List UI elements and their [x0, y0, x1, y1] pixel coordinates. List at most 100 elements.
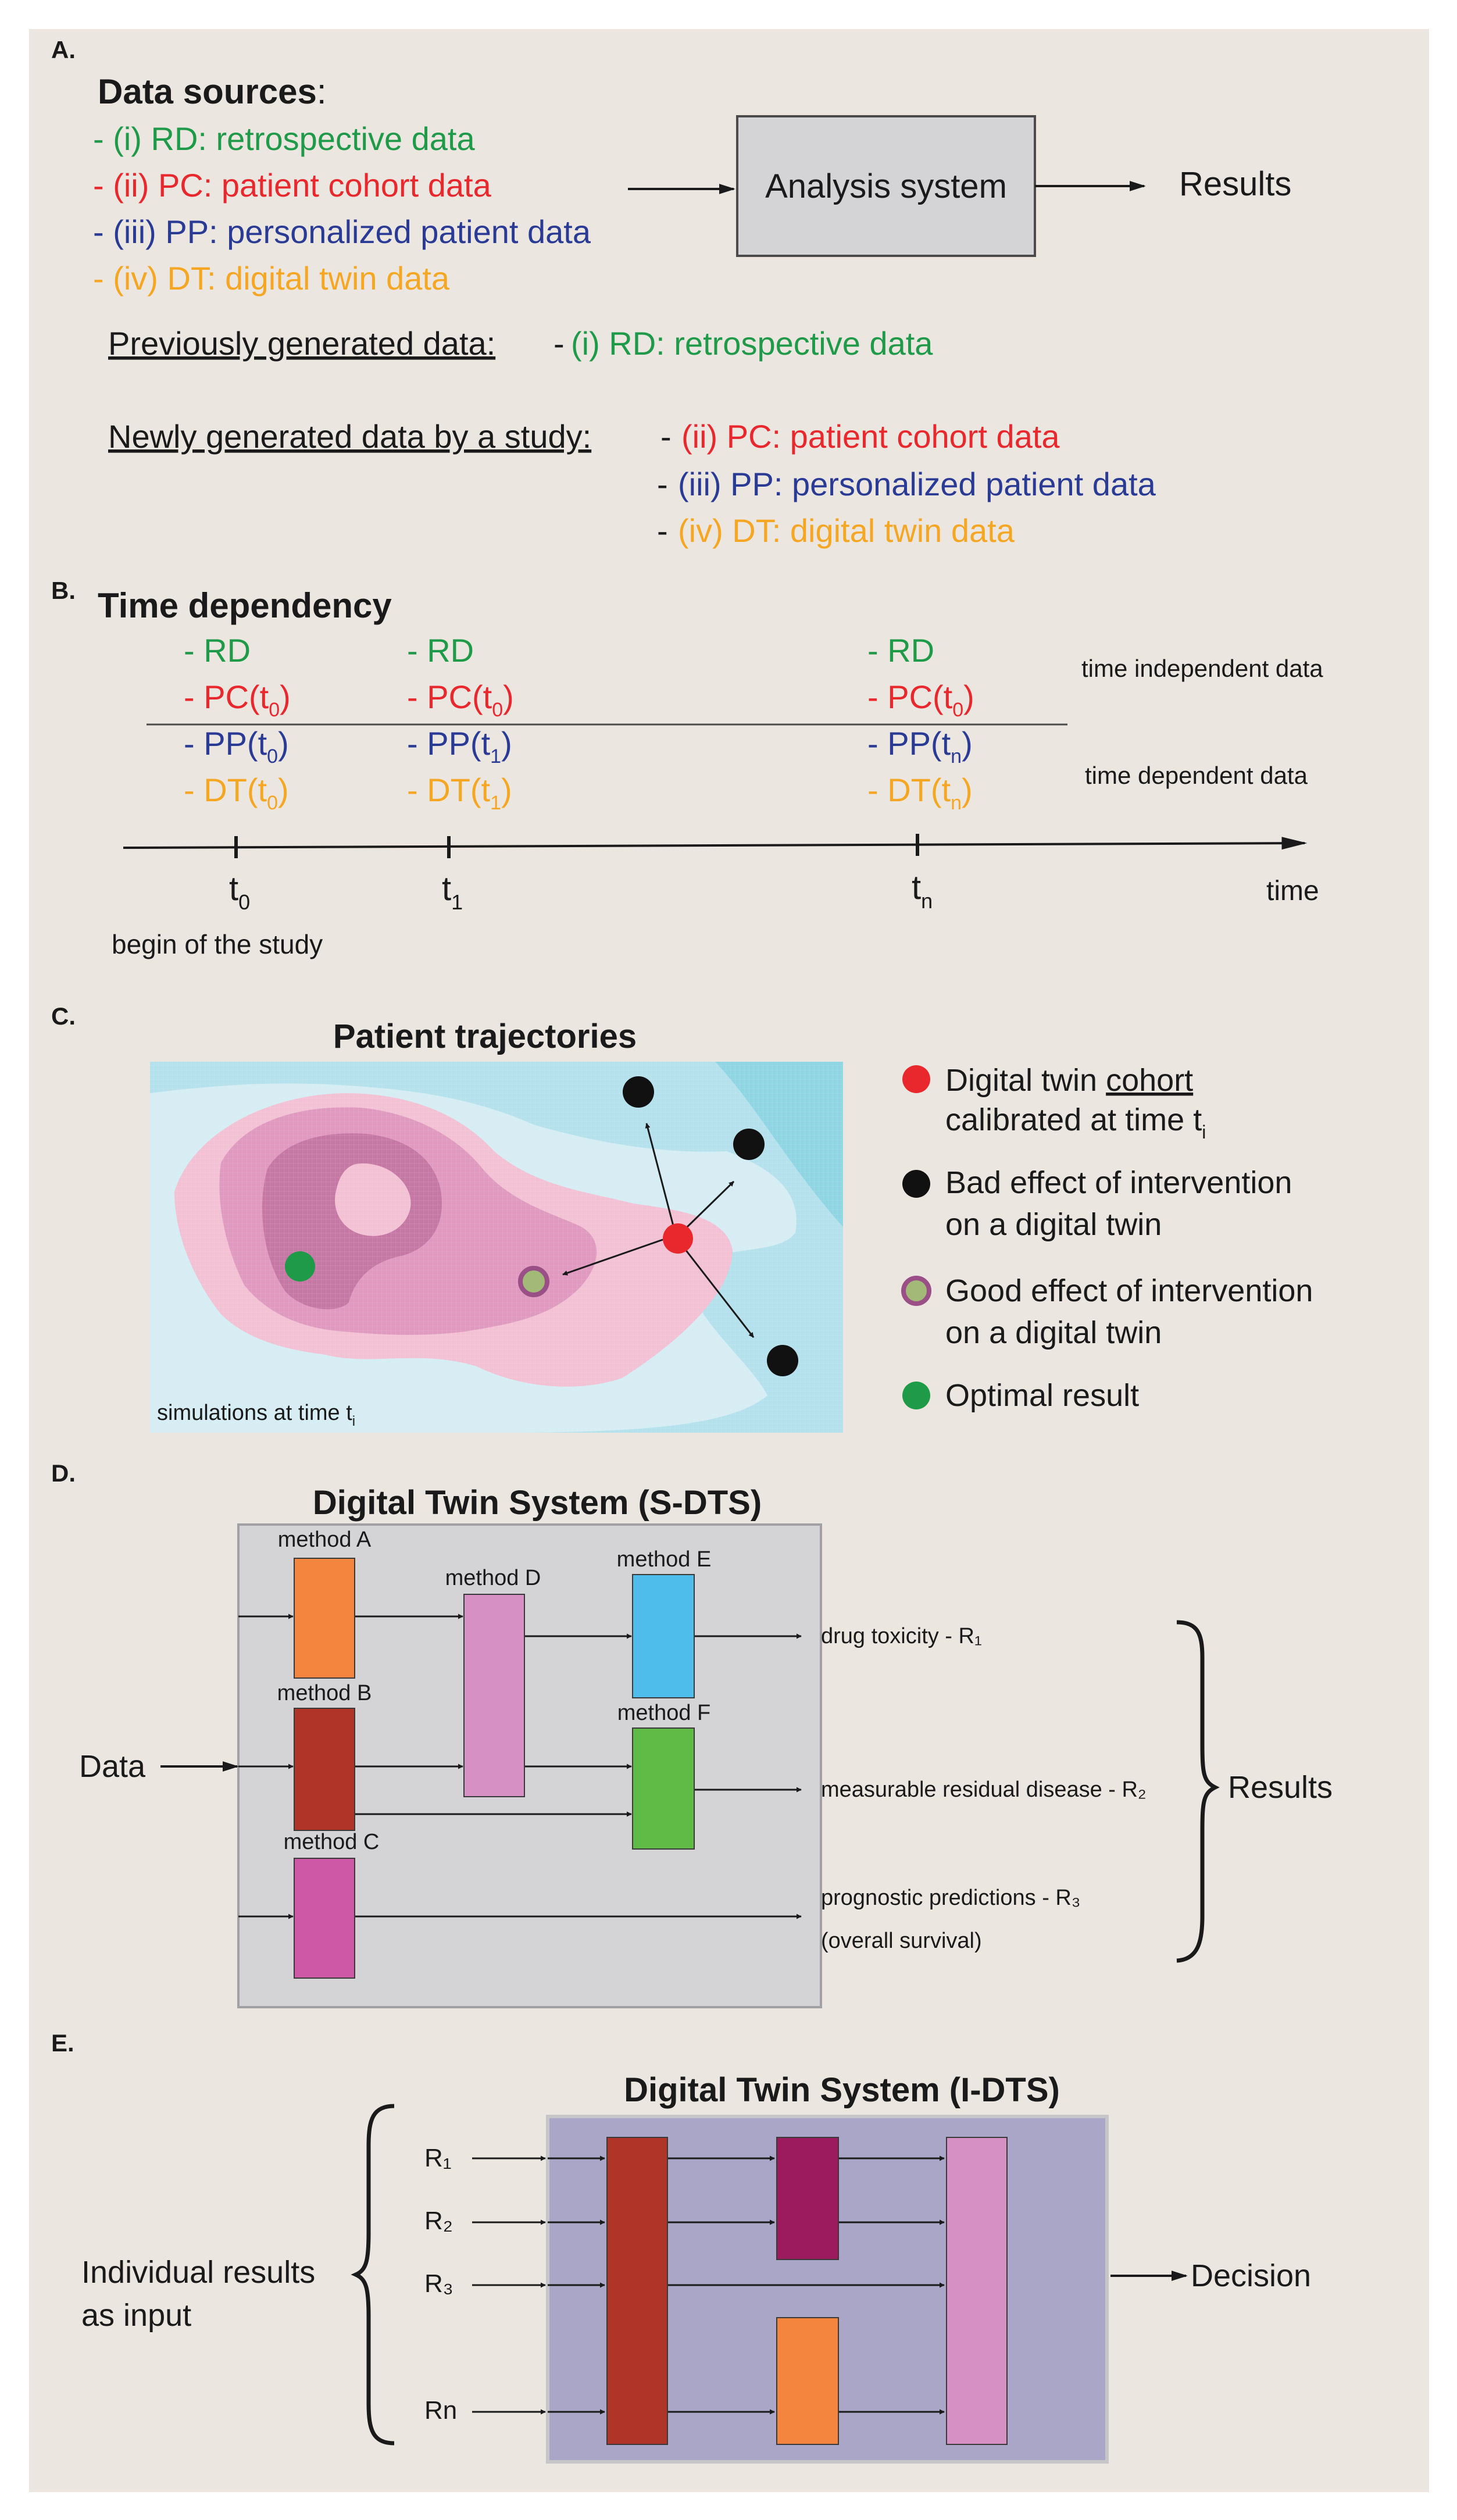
- panel-a: A. Data sources: - (i) RD: retrospective…: [51, 36, 1291, 549]
- data-label: Data: [79, 1749, 146, 1784]
- trajectory-arrow-upright: [685, 1180, 735, 1229]
- panel-d: D. Digital Twin System (S-DTS) Data meth…: [51, 1459, 1333, 2008]
- output-r2-label: measurable residual disease - R₂: [821, 1777, 1147, 1802]
- sdts-title: Digital Twin System (S-DTS): [313, 1484, 762, 1522]
- col0-pc: - PC(t0): [184, 679, 291, 721]
- method-e-box: [632, 1574, 695, 1698]
- time-dependent-label: time dependent data: [1085, 762, 1308, 789]
- time-independent-label: time independent data: [1081, 655, 1323, 682]
- coln-dt: - DT(tn): [867, 772, 973, 814]
- idts-block-red: [606, 2137, 668, 2445]
- legend-bad-line1: Bad effect of intervention: [945, 1165, 1292, 1200]
- legend-optimal: Optimal result: [945, 1378, 1139, 1413]
- results-brace: [1176, 1620, 1220, 1963]
- legend-dot-optimal: [902, 1382, 930, 1409]
- input-r2-label: R₂: [424, 2207, 453, 2235]
- time-column-0: - RD - PC(t0) - PP(t0) - DT(t0): [184, 632, 291, 814]
- col0-dt: - DT(t0): [184, 772, 289, 814]
- col1-dt: - DT(t1): [407, 772, 512, 814]
- output-r3-sub-label: (overall survival): [821, 1929, 982, 1953]
- trajectory-arrow-left: [562, 1238, 663, 1276]
- output-r3-label: prognostic predictions - R₃: [821, 1886, 1080, 1910]
- idts-block-pink: [946, 2137, 1008, 2445]
- trajectory-legend: Digital twin cohort calibrated at time t…: [901, 1063, 1313, 1413]
- method-d-box: [463, 1594, 525, 1797]
- legend-calibrated-line2: calibrated at time ti: [945, 1102, 1206, 1143]
- coln-pp: - PP(tn): [867, 725, 973, 768]
- col0-pp: - PP(t0): [184, 725, 289, 768]
- panel-e: E. Digital Twin System (I-DTS) R₁ R₂ R₃ …: [51, 2029, 1311, 2464]
- tick-label-tn: tn: [912, 869, 933, 913]
- panel-c: C. Patient trajectories simulations at t…: [51, 1002, 1313, 1433]
- trajectory-arrow-downright: [684, 1248, 755, 1338]
- time-axis: [123, 837, 1308, 850]
- legend-dot-bad: [902, 1170, 930, 1198]
- panel-e-letter: E.: [51, 2029, 74, 2057]
- output-r1-label: drug toxicity - R₁: [821, 1624, 982, 1648]
- new-dash-1: -: [660, 418, 672, 455]
- time-column-1: - RD - PC(t0) - PP(t1) - DT(t1): [407, 632, 514, 814]
- trajectory-arrow-up: [645, 1123, 674, 1226]
- newly-generated-label: Newly generated data by a study:: [108, 418, 591, 455]
- analysis-system-label: Analysis system: [765, 167, 1007, 205]
- panel-b-letter: B.: [51, 577, 76, 604]
- method-c-label: method C: [284, 1830, 380, 1854]
- legend-dot-calibrated: [902, 1065, 930, 1093]
- source-pp: - (iii) PP: personalized patient data: [93, 213, 591, 250]
- method-b-label: method B: [277, 1681, 372, 1705]
- panel-d-letter: D.: [51, 1459, 76, 1487]
- simulations-label: simulations at time ti: [157, 1401, 355, 1429]
- tick-label-t0: t0: [229, 870, 250, 914]
- new-pc: (ii) PC: patient cohort data: [681, 418, 1060, 455]
- input-rn-label: Rn: [424, 2396, 457, 2425]
- results-label-a: Results: [1179, 165, 1291, 203]
- data-sources-title: Data sources:: [98, 72, 327, 111]
- method-f-box: [632, 1727, 695, 1850]
- prev-rd: (i) RD: retrospective data: [571, 325, 933, 362]
- map-texture: [150, 1062, 843, 1433]
- panel-b: B. Time dependency - RD - PC(t0) - PP(t0…: [51, 577, 1323, 959]
- new-pp: (iii) PP: personalized patient data: [678, 466, 1156, 502]
- map-dot-bad-1: [623, 1076, 654, 1108]
- individual-results-label-2: as input: [81, 2298, 191, 2333]
- map-dot-calibrated: [663, 1223, 693, 1254]
- decision-label: Decision: [1191, 2258, 1311, 2293]
- method-f-label: method F: [617, 1701, 711, 1725]
- time-dependency-title: Time dependency: [98, 586, 392, 625]
- col1-pc: - PC(t0): [407, 679, 514, 721]
- col1-pp: - PP(t1): [407, 725, 512, 768]
- prev-dash: -: [553, 325, 565, 362]
- input-r3-label: R₃: [424, 2269, 453, 2298]
- new-dash-3: -: [657, 512, 668, 549]
- map-dot-bad-2: [733, 1129, 765, 1160]
- previously-generated-label: Previously generated data:: [108, 325, 495, 362]
- idts-title: Digital Twin System (I-DTS): [624, 2071, 1060, 2109]
- inputs-brace: [351, 2104, 395, 2446]
- time-column-n: - RD - PC(t0) - PP(tn) - DT(tn): [867, 632, 974, 814]
- method-d-label: method D: [445, 1566, 541, 1590]
- new-dash-2: -: [657, 466, 668, 502]
- source-pc: - (ii) PC: patient cohort data: [93, 167, 492, 204]
- analysis-system-box: [736, 115, 1036, 257]
- source-dt: - (iv) DT: digital twin data: [93, 260, 450, 297]
- map-dot-good: [518, 1266, 549, 1297]
- legend-dot-good: [901, 1276, 931, 1306]
- legend-good-line2: on a digital twin: [945, 1315, 1162, 1350]
- map-dot-bad-3: [767, 1345, 798, 1376]
- panel-a-letter: A.: [51, 36, 76, 63]
- coln-pc: - PC(t0): [867, 679, 974, 721]
- tick-label-t1: t1: [442, 870, 463, 914]
- method-a-label: method A: [278, 1527, 372, 1552]
- method-a-box: [294, 1558, 355, 1679]
- new-dt: (iv) DT: digital twin data: [678, 512, 1015, 549]
- legend-calibrated-line1: Digital twin cohort: [945, 1063, 1193, 1098]
- idts-block-orange: [776, 2317, 839, 2445]
- patient-trajectories-title: Patient trajectories: [333, 1018, 637, 1055]
- input-r1-label: R₁: [424, 2144, 452, 2172]
- source-rd: - (i) RD: retrospective data: [93, 120, 475, 157]
- method-e-label: method E: [617, 1547, 712, 1572]
- begin-of-study-label: begin of the study: [112, 929, 323, 959]
- method-c-box: [294, 1858, 355, 1979]
- coln-rd: - RD: [867, 632, 934, 669]
